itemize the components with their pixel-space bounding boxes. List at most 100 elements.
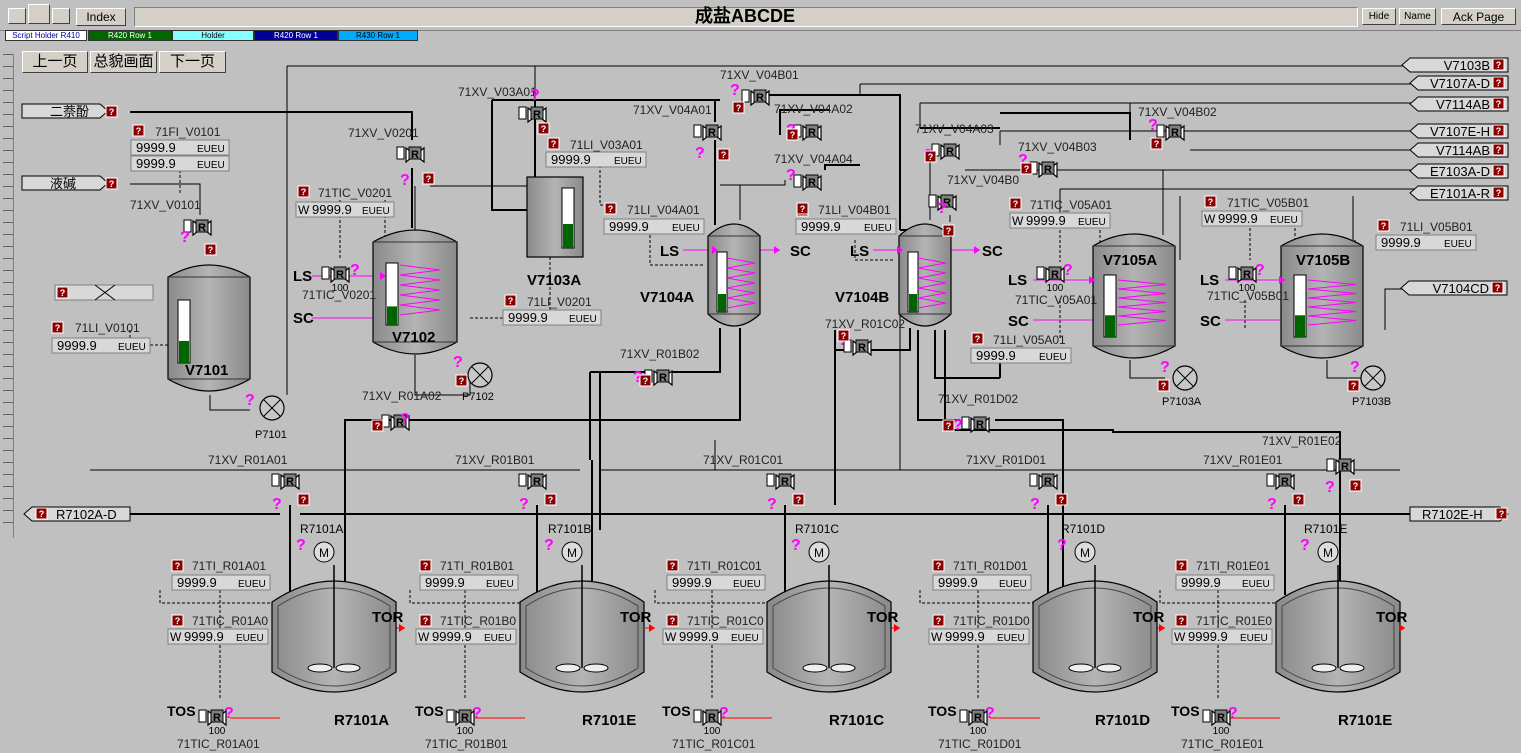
control-valve[interactable]: R bbox=[693, 124, 722, 142]
alarm-indicator[interactable]: ? bbox=[297, 493, 310, 506]
alarm-box[interactable] bbox=[419, 614, 432, 627]
alarm-indicator[interactable]: ? bbox=[1492, 124, 1505, 137]
motor-icon[interactable] bbox=[313, 541, 335, 563]
alarm-box[interactable] bbox=[924, 150, 937, 163]
alarm-indicator[interactable]: ? bbox=[1347, 379, 1360, 392]
alarm-indicator[interactable]: ? bbox=[51, 321, 64, 334]
page-tab-1[interactable]: Holder bbox=[172, 30, 254, 41]
alarm-indicator[interactable]: ? bbox=[786, 128, 799, 141]
motor-icon[interactable] bbox=[561, 541, 583, 563]
alarm-box[interactable] bbox=[1377, 219, 1390, 232]
alarm-indicator[interactable]: ? bbox=[455, 374, 468, 387]
pump[interactable] bbox=[259, 395, 285, 421]
control-valve[interactable]: R bbox=[843, 339, 872, 357]
alarm-indicator[interactable]: ? bbox=[204, 243, 217, 256]
alarm-box[interactable] bbox=[717, 148, 730, 161]
alarm-indicator[interactable]: ? bbox=[1055, 493, 1068, 506]
valve-actuator-icon[interactable] bbox=[458, 709, 472, 723]
alarm-box[interactable] bbox=[1204, 195, 1217, 208]
alarm-box[interactable] bbox=[297, 185, 310, 198]
alarm-box[interactable] bbox=[297, 493, 310, 506]
valve-actuator-icon[interactable] bbox=[1168, 124, 1182, 138]
alarm-indicator[interactable]: ? bbox=[1491, 281, 1504, 294]
control-valve[interactable]: R bbox=[518, 473, 547, 491]
pump[interactable] bbox=[1360, 365, 1386, 391]
alarm-box[interactable] bbox=[1009, 197, 1022, 210]
name-button[interactable]: Name bbox=[1399, 8, 1436, 25]
control-valve[interactable]: R bbox=[1266, 473, 1295, 491]
alarm-indicator[interactable]: ? bbox=[942, 224, 955, 237]
alarm-box[interactable] bbox=[455, 374, 468, 387]
page-tab-2[interactable]: R420 Row 1 bbox=[88, 30, 172, 41]
control-valve[interactable]: R bbox=[1029, 473, 1058, 491]
alarm-indicator[interactable]: ? bbox=[171, 614, 184, 627]
alarm-box[interactable] bbox=[422, 172, 435, 185]
alarm-indicator[interactable]: ? bbox=[1175, 559, 1188, 572]
alarm-box[interactable] bbox=[1292, 493, 1305, 506]
valve-actuator-icon[interactable] bbox=[855, 339, 869, 353]
alarm-indicator[interactable]: ? bbox=[1020, 162, 1033, 175]
valve-actuator-icon[interactable] bbox=[1041, 161, 1055, 175]
alarm-indicator[interactable]: ? bbox=[837, 329, 850, 342]
alarm-indicator[interactable]: ? bbox=[1009, 197, 1022, 210]
alarm-indicator[interactable]: ? bbox=[1157, 379, 1170, 392]
alarm-indicator[interactable]: ? bbox=[971, 332, 984, 345]
alarm-box[interactable] bbox=[786, 128, 799, 141]
alarm-box[interactable] bbox=[604, 202, 617, 215]
alarm-indicator[interactable]: ? bbox=[371, 419, 384, 432]
alarm-indicator[interactable]: ? bbox=[604, 202, 617, 215]
alarm-box[interactable] bbox=[1492, 186, 1505, 199]
valve-actuator-icon[interactable] bbox=[753, 89, 767, 103]
control-valve[interactable]: R bbox=[741, 89, 770, 107]
valve-actuator-icon[interactable] bbox=[1041, 473, 1055, 487]
alarm-box[interactable] bbox=[792, 493, 805, 506]
window-button-3[interactable] bbox=[52, 8, 70, 24]
alarm-indicator[interactable]: ? bbox=[419, 614, 432, 627]
pump[interactable] bbox=[1172, 365, 1198, 391]
control-valve[interactable]: R bbox=[1326, 458, 1355, 476]
valve-actuator-icon[interactable] bbox=[530, 106, 544, 120]
alarm-box[interactable] bbox=[105, 105, 118, 118]
control-valve[interactable]: R bbox=[183, 219, 212, 237]
alarm-box[interactable] bbox=[51, 321, 64, 334]
alarm-box[interactable] bbox=[537, 122, 550, 135]
alarm-box[interactable] bbox=[35, 507, 48, 520]
alarm-box[interactable] bbox=[1347, 379, 1360, 392]
alarm-box[interactable] bbox=[171, 614, 184, 627]
control-valve[interactable]: R bbox=[1029, 161, 1058, 179]
alarm-box[interactable] bbox=[1055, 493, 1068, 506]
ack-page-button[interactable]: Ack Page bbox=[1441, 8, 1516, 25]
valve-actuator-icon[interactable] bbox=[705, 709, 719, 723]
alarm-box[interactable] bbox=[1175, 614, 1188, 627]
alarm-indicator[interactable]: ? bbox=[942, 419, 955, 432]
alarm-indicator[interactable]: ? bbox=[297, 185, 310, 198]
prev-page-button[interactable]: 上一页 bbox=[22, 51, 88, 73]
alarm-box[interactable] bbox=[1157, 379, 1170, 392]
alarm-indicator[interactable]: ? bbox=[1292, 493, 1305, 506]
alarm-indicator[interactable]: ? bbox=[924, 150, 937, 163]
valve-actuator-icon[interactable] bbox=[210, 709, 224, 723]
alarm-box[interactable] bbox=[1349, 479, 1362, 492]
control-valve[interactable]: R bbox=[961, 416, 990, 434]
alarm-box[interactable] bbox=[1492, 76, 1505, 89]
window-button-1[interactable] bbox=[8, 8, 26, 24]
alarm-box[interactable] bbox=[932, 614, 945, 627]
alarm-indicator[interactable]: ? bbox=[732, 101, 745, 114]
valve-actuator-icon[interactable] bbox=[283, 473, 297, 487]
alarm-box[interactable] bbox=[1492, 164, 1505, 177]
alarm-box[interactable] bbox=[544, 493, 557, 506]
valve-actuator-icon[interactable] bbox=[1278, 473, 1292, 487]
valve-actuator-icon[interactable] bbox=[943, 143, 957, 157]
alarm-box[interactable] bbox=[666, 559, 679, 572]
pump[interactable] bbox=[467, 362, 493, 388]
vessel-v7103a[interactable] bbox=[526, 176, 584, 258]
alarm-box[interactable] bbox=[1492, 124, 1505, 137]
alarm-indicator[interactable]: ? bbox=[1492, 143, 1505, 156]
alarm-indicator[interactable]: ? bbox=[1377, 219, 1390, 232]
alarm-indicator[interactable]: ? bbox=[547, 137, 560, 150]
motor-icon[interactable] bbox=[1317, 541, 1339, 563]
alarm-box[interactable] bbox=[105, 177, 118, 190]
